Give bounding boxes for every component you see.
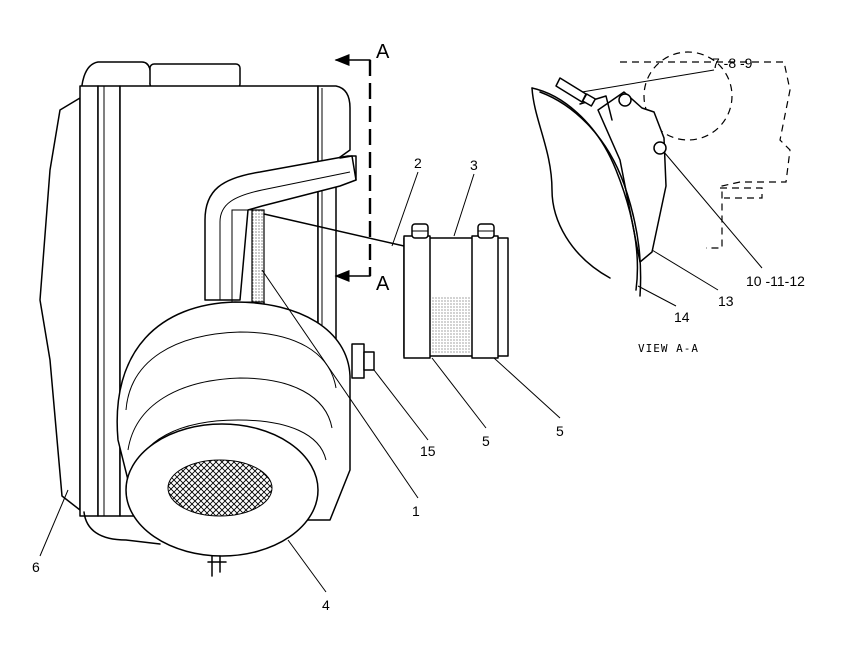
- dashed-circle: [643, 51, 733, 141]
- bottom-valve: [207, 555, 227, 577]
- callout-6: 6: [32, 559, 40, 575]
- outlet-elbow: [204, 155, 357, 301]
- leader-1: [261, 269, 419, 499]
- leader-5b: [493, 357, 561, 419]
- left-clamp: [403, 235, 431, 359]
- callout-5-left: 5: [482, 433, 490, 449]
- leader-15: [373, 369, 429, 441]
- leader-5a: [431, 357, 487, 429]
- bracket: [597, 91, 667, 263]
- view-caption: VIEW A-A: [638, 342, 699, 355]
- leader-6: [39, 489, 69, 557]
- leader-2: [391, 171, 419, 247]
- callout-4: 4: [322, 597, 330, 613]
- bolt-washer: [581, 93, 597, 107]
- left-end-cap: [39, 97, 81, 511]
- housing-outer-left: [531, 87, 611, 279]
- top-cover: [149, 63, 241, 89]
- bolt-head-upper: [618, 93, 632, 107]
- gasket: [251, 209, 265, 303]
- air-cleaner-assembly: [39, 61, 405, 577]
- indicator-body: [351, 343, 365, 379]
- callout-13: 13: [718, 293, 734, 309]
- right-clamp: [471, 235, 499, 359]
- housing-wall-inner: [539, 91, 642, 297]
- hose-assembly: [403, 223, 509, 359]
- callout-10-11-12: 10 -11-12: [746, 273, 805, 289]
- indicator-nut: [363, 351, 375, 371]
- section-label-bottom: A: [376, 273, 390, 295]
- callout-14: 14: [674, 309, 690, 325]
- leader-4: [287, 539, 327, 593]
- leader-14: [637, 285, 677, 307]
- bowl-band-2: [127, 377, 333, 451]
- bottom-handle: [83, 511, 161, 545]
- bolt: [555, 77, 587, 103]
- dashed-outline: [620, 61, 791, 249]
- callout-1: 1: [412, 503, 420, 519]
- bowl-band-1: [125, 331, 337, 411]
- leader-13: [651, 249, 719, 291]
- dashed-bracket: [720, 187, 763, 199]
- elbow-lip: [339, 155, 357, 181]
- section-line: [334, 54, 372, 282]
- leader-7-8-9: [581, 69, 715, 93]
- elbow-inner-line: [219, 171, 351, 300]
- left-flange: [79, 85, 99, 517]
- section-label-top: A: [376, 41, 390, 63]
- outlet-tube: [263, 213, 405, 247]
- callout-2: 2: [414, 155, 422, 171]
- leader-lines: [39, 69, 763, 593]
- view-a-a-detail: [531, 51, 791, 297]
- housing-wall: [531, 87, 639, 291]
- leader-3: [453, 173, 475, 237]
- callout-5-right: 5: [556, 423, 564, 439]
- callout-15: 15: [420, 443, 436, 459]
- left-flange-inner: [97, 85, 121, 517]
- screen-mesh: [167, 459, 273, 517]
- callout-3: 3: [470, 157, 478, 173]
- leader-10-11-12: [663, 151, 763, 269]
- bolt-head-lower: [653, 141, 667, 155]
- callout-7-8-9: 7 -8 -9: [712, 55, 753, 71]
